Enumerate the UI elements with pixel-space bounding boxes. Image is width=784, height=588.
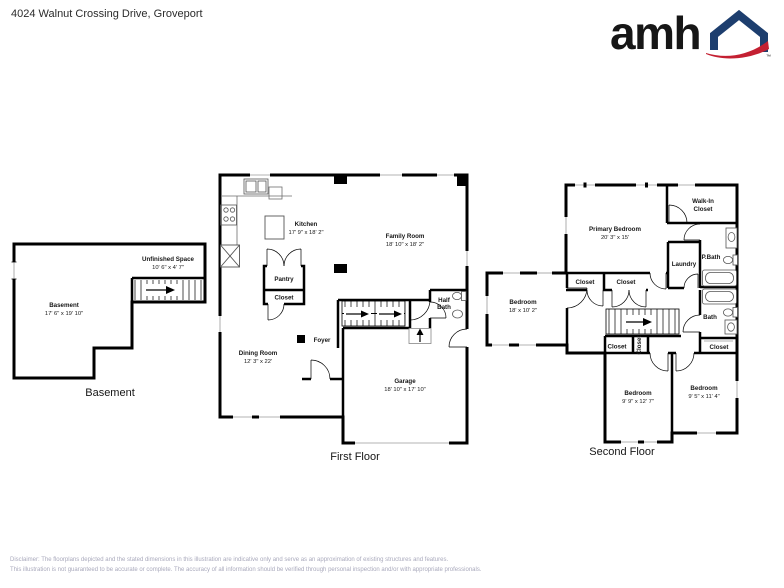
half-bath-door-arc bbox=[429, 301, 447, 319]
toilet-icon bbox=[461, 291, 467, 301]
door-arc bbox=[267, 303, 285, 321]
closet1-door-arc bbox=[586, 289, 604, 307]
room-label-laundry: Laundry bbox=[672, 261, 697, 268]
room-dims-bedroom-left: 18' x 10' 2" bbox=[509, 308, 537, 314]
room-dims-kitchen: 17' 9" x 18' 2" bbox=[288, 230, 323, 236]
trademark-symbol: ™ bbox=[766, 54, 771, 60]
room-label-bedroom-mid: Bedroom bbox=[624, 390, 652, 397]
room-label-pbath: P.Bath bbox=[702, 254, 721, 261]
toilet-icon bbox=[723, 308, 734, 317]
red-swoosh-icon bbox=[706, 41, 769, 59]
second-floor-windows bbox=[484, 182, 740, 445]
room-dims-primary: 20' 3" x 15' bbox=[601, 235, 629, 241]
stove-icon bbox=[220, 204, 237, 226]
pbath-door-arc bbox=[683, 223, 701, 241]
bathtub-icon bbox=[705, 272, 734, 284]
amh-logo: amh ™ bbox=[610, 8, 771, 60]
amh-logo-text: amh bbox=[610, 8, 700, 59]
toilet-icon bbox=[732, 254, 738, 266]
back-door-arc bbox=[448, 328, 468, 348]
kitchen-island bbox=[264, 215, 285, 240]
floor-label-second: Second Floor bbox=[589, 446, 655, 458]
first-floor-stairs-icon bbox=[341, 300, 406, 327]
room-label-unfinished: Unfinished Space bbox=[142, 256, 194, 263]
floor-label-first: First Floor bbox=[330, 451, 380, 463]
room-label-half-bath-2: Bath bbox=[437, 304, 451, 311]
floorplan-basement: Unfinished Space 10' 6" x 4' 7" Basement… bbox=[11, 242, 207, 399]
closet2-door-arc bbox=[628, 289, 647, 308]
pantry-closet-block bbox=[262, 248, 306, 321]
room-label-bedroom-right: Bedroom bbox=[690, 385, 718, 392]
primary-door-arc bbox=[649, 272, 667, 290]
toilet-icon bbox=[732, 307, 738, 318]
column bbox=[334, 264, 347, 273]
room-label-closet3: Closet bbox=[608, 344, 627, 351]
house-icon bbox=[710, 9, 768, 52]
toilet-icon bbox=[452, 291, 462, 300]
bedroom-mid-door-arc bbox=[649, 352, 669, 372]
room-label-walkin-1: Walk-In bbox=[692, 198, 714, 205]
room-label-foyer: Foyer bbox=[314, 337, 331, 344]
room-label-closet1: Closet bbox=[576, 279, 595, 286]
room-label-kitchen: Kitchen bbox=[295, 221, 318, 228]
floorplan-second-floor: Primary Bedroom 20' 3" x 15' Walk-In Clo… bbox=[484, 182, 740, 458]
room-dims-family-room: 18' 10" x 18' 2" bbox=[386, 242, 424, 248]
room-label-closet5: Closet bbox=[710, 344, 729, 351]
room-label-family-room: Family Room bbox=[386, 233, 425, 240]
bath-door-arc bbox=[682, 314, 701, 333]
room-label-bedroom-left: Bedroom bbox=[509, 299, 537, 306]
room-dims-unfinished: 10' 6" x 4' 7" bbox=[152, 265, 184, 271]
column bbox=[334, 175, 347, 184]
double-door-arc bbox=[266, 248, 302, 267]
room-label-half-bath-1: Half bbox=[438, 297, 451, 304]
walkin-door-arc bbox=[668, 204, 688, 224]
room-dims-dining: 12' 3" x 22' bbox=[244, 359, 272, 365]
second-floor-interior-walls bbox=[565, 185, 737, 433]
room-label-closet: Closet bbox=[275, 295, 294, 302]
sink-icon bbox=[452, 309, 463, 319]
room-label-walkin-2: Closet bbox=[694, 206, 713, 213]
bedroom-left-door-arc bbox=[566, 287, 588, 309]
floorplan-first-floor: Kitchen 17' 9" x 18' 2" Family Room 18' … bbox=[217, 172, 470, 463]
column bbox=[297, 335, 305, 343]
refrigerator-icon bbox=[220, 244, 240, 268]
sink-icon bbox=[727, 322, 735, 332]
room-label-closet4: Closet bbox=[636, 336, 643, 355]
garage-step-icon bbox=[408, 328, 432, 344]
second-floor-fixtures bbox=[702, 227, 738, 335]
room-label-pantry: Pantry bbox=[274, 276, 294, 283]
floor-label-basement: Basement bbox=[85, 387, 135, 399]
room-label-closet2: Closet bbox=[617, 279, 636, 286]
sink-icon bbox=[727, 232, 736, 242]
column bbox=[457, 176, 467, 186]
room-dims-garage: 18' 10" x 17' 10" bbox=[384, 387, 425, 393]
second-floor-doors bbox=[566, 204, 733, 372]
basement-stair-walls bbox=[130, 276, 205, 302]
disclaimer-line-2: This illustration is not guaranteed to b… bbox=[10, 567, 482, 573]
disclaimer-line-1: Disclaimer: The floorplans depicted and … bbox=[10, 557, 449, 563]
room-dims-bedroom-right: 9' 5" x 11' 4" bbox=[688, 394, 719, 400]
room-dims-bedroom-mid: 9' 9" x 12' 7" bbox=[622, 399, 654, 405]
landing-door-arc bbox=[409, 299, 431, 321]
room-label-dining: Dining Room bbox=[239, 350, 278, 357]
second-floor-stairs-icon bbox=[605, 308, 680, 335]
bathtub-icon bbox=[705, 291, 734, 302]
basement-stairs-icon bbox=[134, 280, 203, 300]
bedroom-right-door-arc bbox=[675, 352, 695, 372]
basement-window bbox=[11, 261, 17, 280]
kitchen-sink-icon bbox=[243, 178, 269, 195]
toilet-icon bbox=[723, 255, 734, 264]
first-floor-windows bbox=[217, 172, 470, 446]
front-door-arc bbox=[310, 359, 331, 380]
room-label-primary: Primary Bedroom bbox=[589, 226, 641, 233]
room-label-garage: Garage bbox=[394, 378, 416, 385]
room-label-bath: Bath bbox=[703, 314, 717, 321]
property-address: 4024 Walnut Crossing Drive, Groveport bbox=[11, 8, 203, 20]
first-floor-doors bbox=[310, 299, 470, 380]
room-label-basement: Basement bbox=[49, 302, 79, 309]
room-dims-basement: 17' 6" x 19' 10" bbox=[45, 311, 83, 317]
laundry-door-arc bbox=[683, 273, 699, 289]
half-bath-fixtures bbox=[452, 291, 467, 319]
